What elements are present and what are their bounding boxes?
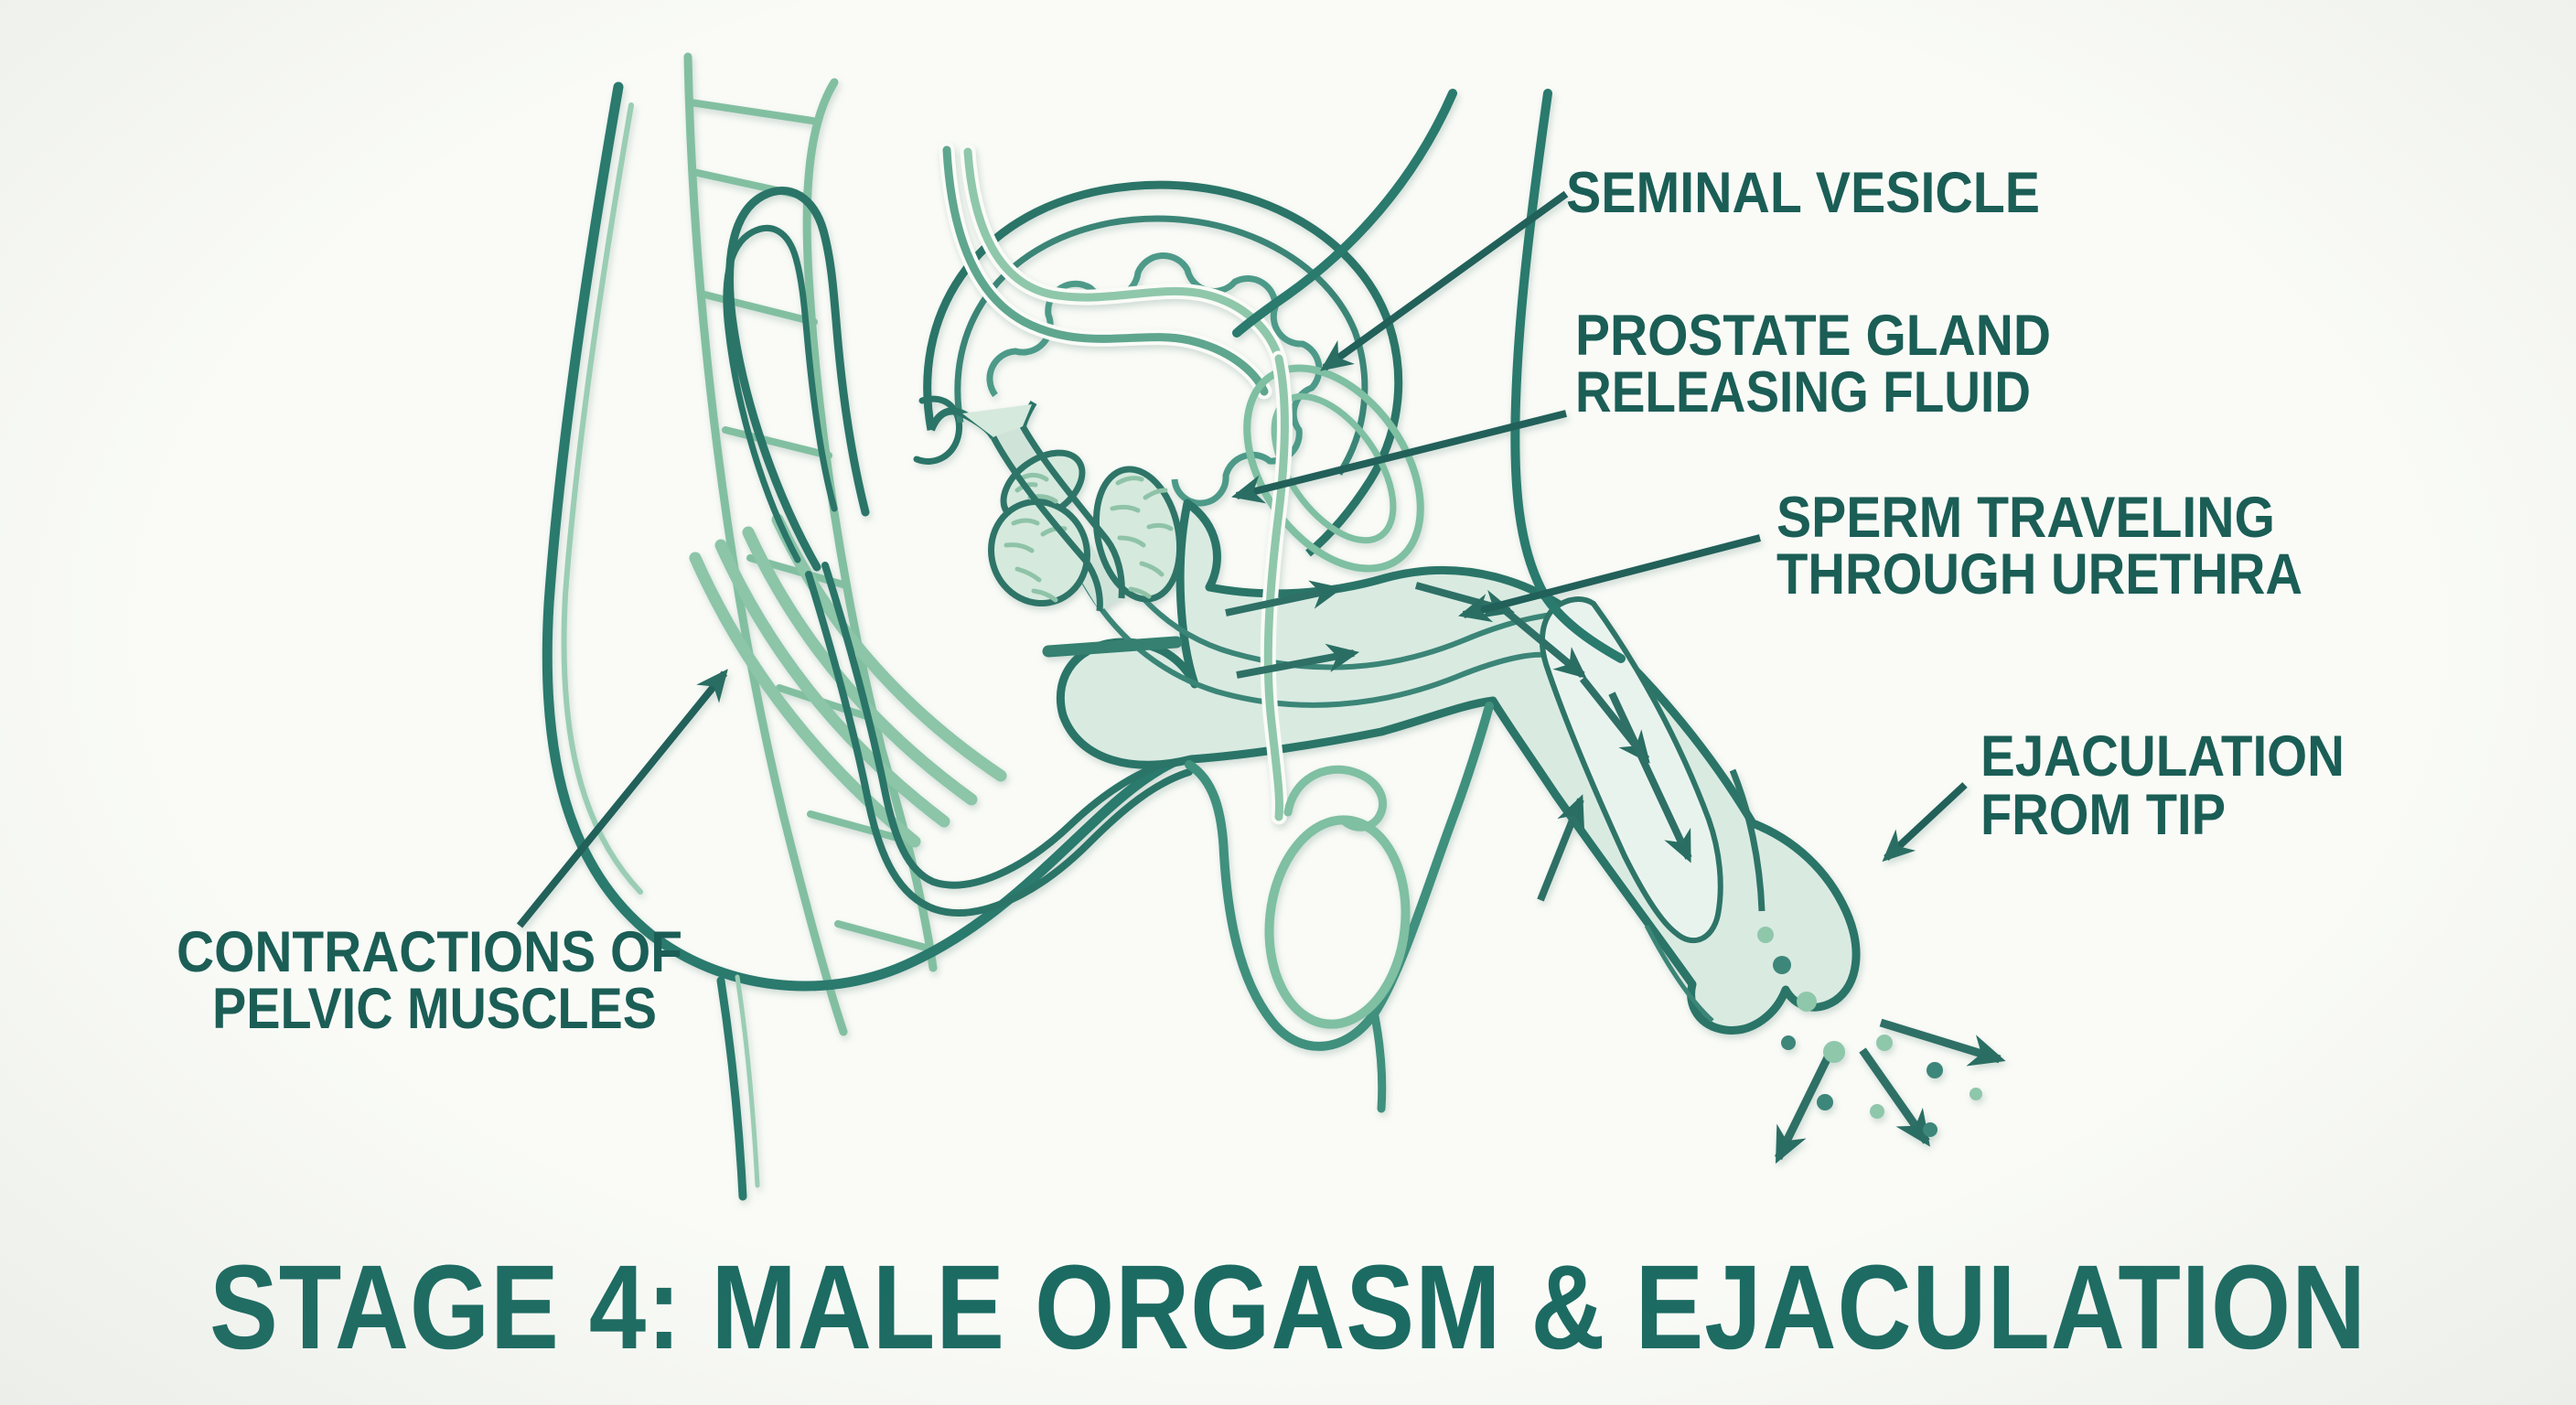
droplet xyxy=(1773,956,1791,974)
sperm-flow-arrow xyxy=(1225,580,1343,617)
ejaculate-spray-arrow xyxy=(1774,1056,1832,1164)
epididymis xyxy=(1283,765,1387,831)
bladder-inner-wall xyxy=(954,215,1368,476)
label-ejaculation-line2: FROM TIP xyxy=(1980,783,2226,847)
abdominal-contour xyxy=(1232,89,1626,663)
labels: SEMINAL VESICLE PROSTATE GLAND RELEASING… xyxy=(177,161,2367,1374)
leader-arrow-sperm-urethra xyxy=(1458,534,1762,623)
label-seminal-vesicle: SEMINAL VESICLE xyxy=(1566,161,2040,225)
back-buttock-line xyxy=(542,81,1190,992)
sacrum-rail-right xyxy=(802,78,938,972)
droplet xyxy=(1927,1062,1943,1078)
ureter-vas-top xyxy=(939,142,1287,400)
spine-sacrum xyxy=(683,52,938,1036)
label-prostate-line2: RELEASING FLUID xyxy=(1575,360,2031,424)
ejaculate-spray-arrow xyxy=(1859,1047,1930,1147)
leader-arrow-contractions xyxy=(516,669,728,928)
pelvic-muscle-stroke xyxy=(714,539,950,828)
urethra-wall-lower xyxy=(1062,538,1556,708)
droplet xyxy=(1797,992,1817,1012)
label-contractions-line2: PELVIC MUSCLES xyxy=(212,977,657,1041)
rectum-inner-wall xyxy=(723,224,838,563)
droplet xyxy=(1817,1094,1833,1110)
back-line-echo xyxy=(561,102,643,895)
line-art xyxy=(516,52,2006,1201)
droplet xyxy=(1823,1041,1845,1063)
anal-canal-wall xyxy=(821,562,1189,889)
label-sperm-line2: THROUGH URETHRA xyxy=(1776,542,2302,606)
sperm-flow-arrow xyxy=(1236,643,1360,679)
label-sperm-line1: SPERM TRAVELING xyxy=(1776,486,2275,550)
prostate-hatching xyxy=(1004,472,1174,603)
page-title: STAGE 4: MALE ORGASM & EJACULATION xyxy=(209,1239,2367,1374)
rectum-outer-wall xyxy=(725,187,870,572)
ejaculate-spray-arrow xyxy=(1879,1018,2006,1067)
leader-arrows xyxy=(516,190,1968,928)
sperm-flow-arrow-upward xyxy=(1537,794,1584,902)
ejaculate-spray xyxy=(1757,927,2006,1164)
pelvic-muscle-stroke xyxy=(689,552,921,848)
label-ejaculation-line1: EJACULATION xyxy=(1980,724,2345,788)
droplet xyxy=(1923,1122,1937,1137)
leader-arrow-seminal-vesicle xyxy=(1320,190,1569,371)
abdominal-line-inner xyxy=(1232,89,1457,338)
bladder-rugae-wavy-line xyxy=(986,252,1323,507)
thigh-line xyxy=(716,976,747,1201)
ureter xyxy=(942,145,1269,396)
leader-arrow-ejaculation xyxy=(1882,782,1968,863)
ejaculate-droplets xyxy=(1757,927,1982,1137)
scrotum-outline xyxy=(1185,702,1494,1051)
sperm-flow-arrow xyxy=(1503,607,1587,679)
label-contractions-line1: CONTRACTIONS OF xyxy=(177,920,682,984)
droplet xyxy=(1876,1035,1893,1051)
prostatic-urethra-walls xyxy=(990,424,1125,612)
droplet xyxy=(1870,1104,1884,1119)
abdominal-line-outer xyxy=(1510,89,1626,663)
scrotum-group xyxy=(1185,702,1494,1113)
rectum xyxy=(723,187,1193,917)
droplet xyxy=(1970,1088,1982,1100)
droplet xyxy=(1781,1035,1796,1050)
glans-collar-line xyxy=(1729,768,1766,912)
vas-deferens-crossing xyxy=(963,147,1283,363)
scrotum-raphe-tail xyxy=(1369,1007,1387,1113)
prostate-gland xyxy=(962,404,1184,658)
leader-arrow-prostate xyxy=(1231,410,1567,504)
label-prostate-line1: PROSTATE GLAND xyxy=(1575,304,2051,368)
anorectal-fold xyxy=(913,395,963,465)
back-contour xyxy=(542,81,1190,1201)
bladder-neck-funnel xyxy=(962,404,1032,437)
sperm-flow-arrow xyxy=(1608,692,1692,863)
perineal-membrane-bar xyxy=(1042,636,1183,658)
thigh-line-echo xyxy=(735,974,760,1188)
urethra-meatus-line xyxy=(1644,924,1714,1023)
sacrum-rail-left xyxy=(683,52,848,1036)
droplet xyxy=(1757,927,1774,943)
anal-canal-wall xyxy=(805,571,1193,917)
